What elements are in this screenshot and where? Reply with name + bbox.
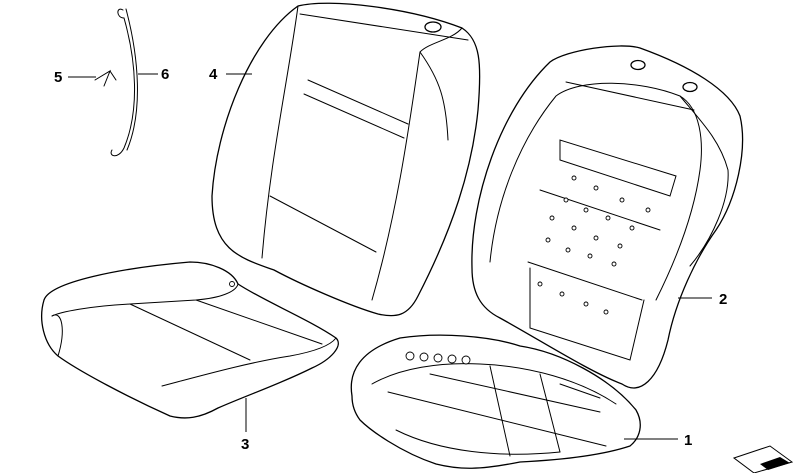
part-3-seat-cover xyxy=(41,261,339,419)
callout-5: 5 xyxy=(54,69,62,86)
arrow-mark-icon xyxy=(732,445,794,473)
leader-lines xyxy=(68,73,712,440)
part-5-clip xyxy=(94,69,117,87)
part-2-backrest-frame xyxy=(471,45,744,389)
part-4-backrest-cover xyxy=(211,2,481,317)
part-1-seat-cushion xyxy=(350,334,641,469)
callout-6: 6 xyxy=(161,66,169,83)
seat-round-vents xyxy=(405,351,471,365)
callout-3: 3 xyxy=(241,436,249,453)
backrest-vent-holes xyxy=(537,175,651,315)
callout-1: 1 xyxy=(684,432,692,449)
callout-labels: 1 2 3 4 5 6 xyxy=(54,66,727,453)
callout-2: 2 xyxy=(719,291,727,308)
part-6-wire-clip xyxy=(110,8,138,157)
callout-4: 4 xyxy=(209,66,218,83)
